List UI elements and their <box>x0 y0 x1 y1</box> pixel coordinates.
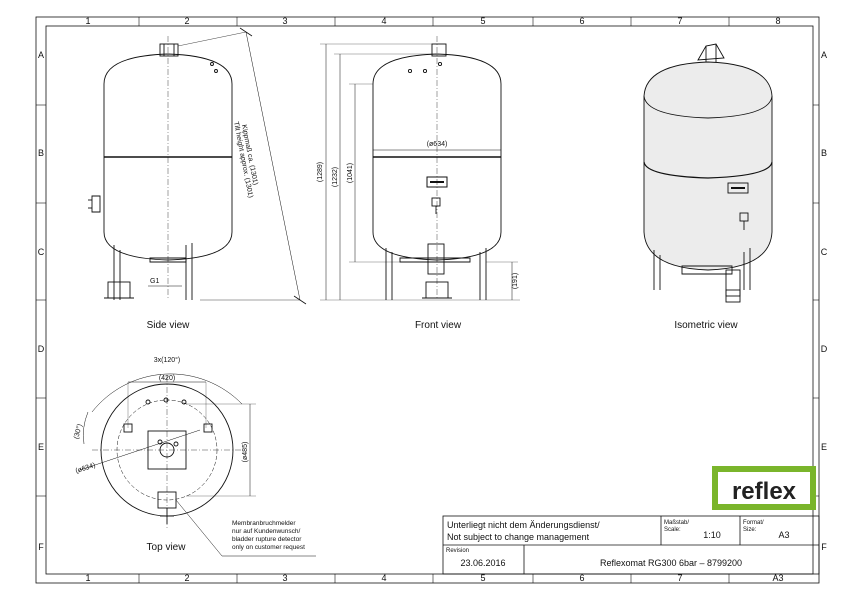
top-diameter-634-label: (ø634) <box>75 462 97 475</box>
height-1289-label: (1289) <box>317 162 324 182</box>
top-view-label: Top view <box>147 542 187 553</box>
top-fitting <box>431 43 447 57</box>
scale-value: 1:10 <box>703 530 721 540</box>
col-label: 3 <box>282 16 287 26</box>
width-420-label: (420) <box>159 375 175 382</box>
top-view-drawing <box>79 373 316 557</box>
side-view-label: Side view <box>147 320 191 331</box>
height-1232-label: (1232) <box>332 167 339 187</box>
row-label: A <box>38 50 44 60</box>
angle-label: 3x(120°) <box>154 356 181 364</box>
title-block <box>442 515 820 575</box>
height-191-label: (191) <box>512 273 519 289</box>
front-view-drawing <box>320 36 520 301</box>
row-label: C <box>38 247 45 257</box>
row-labels-right: A B C D E F <box>821 50 828 552</box>
row-labels-left: A B C D E F <box>38 50 45 552</box>
col-label: 4 <box>381 16 386 26</box>
col-label: 3 <box>282 573 287 583</box>
grid-ticks <box>36 17 819 583</box>
diameter-485-label: (ø485) <box>242 442 249 463</box>
isometric-view-drawing <box>643 43 773 303</box>
vessel-body <box>372 53 502 261</box>
row-label: B <box>38 148 44 158</box>
col-label: 4 <box>381 573 386 583</box>
note-line: nur auf Kundenwunsch/ <box>232 528 300 535</box>
format-label-de: Format/ <box>743 520 764 526</box>
diameter-634-label: (ø634) <box>427 141 448 148</box>
note-line: Membranbruchmelder <box>232 520 296 527</box>
change-notice-en: Not subject to change management <box>447 532 590 542</box>
row-label: B <box>821 148 827 158</box>
height-1041-label: (1041) <box>347 163 354 183</box>
row-label: D <box>821 344 828 354</box>
sheet-size-label: A3 <box>772 573 783 583</box>
row-label: E <box>821 442 827 452</box>
row-label: D <box>38 344 45 354</box>
row-label: C <box>821 247 828 257</box>
row-label: A <box>821 50 827 60</box>
top-fitting <box>159 43 179 57</box>
product-title: Reflexomat RG300 6bar – 8799200 <box>600 558 742 568</box>
col-label: 1 <box>85 573 90 583</box>
nameplate <box>426 176 448 188</box>
format-value: A3 <box>778 530 789 540</box>
col-label: 8 <box>775 16 780 26</box>
logo-text: reflex <box>732 478 797 505</box>
col-label: 7 <box>677 573 682 583</box>
revision-date: 23.06.2016 <box>460 558 505 568</box>
front-view-label: Front view <box>415 320 462 331</box>
col-label: 5 <box>480 573 485 583</box>
nameplate <box>727 182 749 194</box>
reflex-logo: reflex <box>712 466 816 510</box>
angle-30-label: (30°) <box>72 423 84 440</box>
col-label: 7 <box>677 16 682 26</box>
revision-label: Revision <box>446 548 469 554</box>
g1-label: G1 <box>150 278 159 285</box>
change-notice-de: Unterliegt nicht dem Änderungsdienst/ <box>447 520 600 530</box>
note-line: only on customer request <box>232 544 305 551</box>
bladder-note: Membranbruchmelder nur auf Kundenwunsch/… <box>232 520 305 551</box>
col-label: 5 <box>480 16 485 26</box>
note-line: bladder rupture detector <box>232 536 302 543</box>
row-label: F <box>38 542 44 552</box>
side-view-drawing <box>88 27 307 305</box>
column-labels-bottom: 1 2 3 4 5 6 7 A3 <box>85 573 783 583</box>
isometric-view-label: Isometric view <box>674 320 738 331</box>
format-label-en: Size: <box>743 527 757 533</box>
col-label: 2 <box>184 573 189 583</box>
vessel-body <box>643 61 773 271</box>
col-label: 2 <box>184 16 189 26</box>
scale-label-de: Maßstab/ <box>664 520 689 526</box>
vessel-body <box>103 53 233 261</box>
scale-label-en: Scale: <box>664 527 681 533</box>
column-labels-top: 1 2 3 4 5 6 7 8 <box>85 16 780 26</box>
col-label: 6 <box>579 573 584 583</box>
row-label: E <box>38 442 44 452</box>
col-label: 6 <box>579 16 584 26</box>
col-label: 1 <box>85 16 90 26</box>
row-label: F <box>821 542 827 552</box>
